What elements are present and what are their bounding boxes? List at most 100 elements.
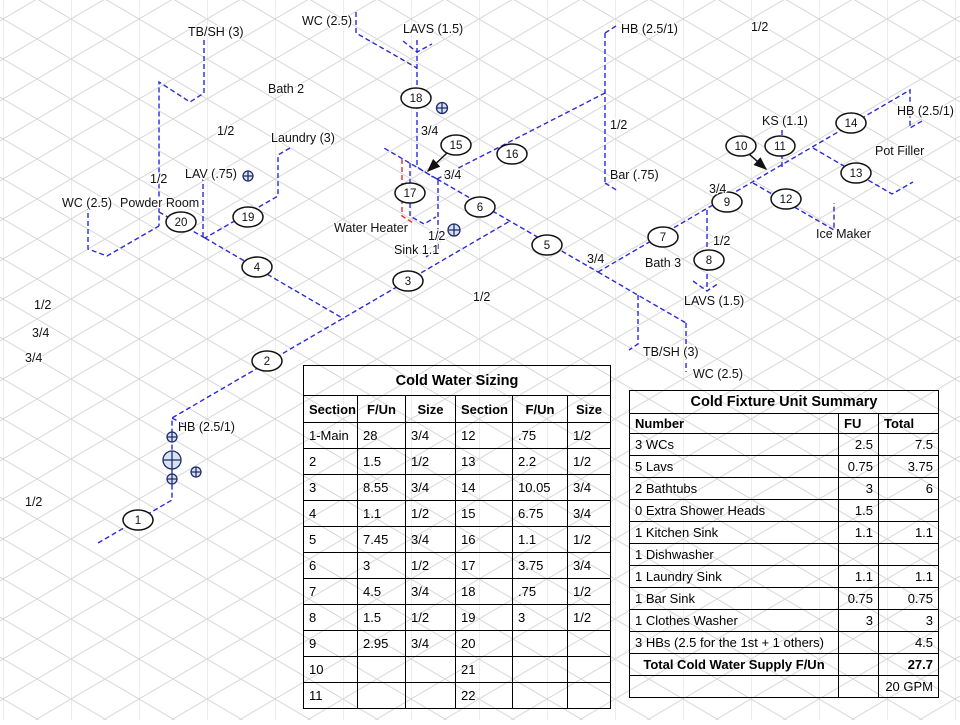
pipe-size-label: 1/2 — [751, 20, 768, 34]
table-cell: 1.5 — [357, 448, 406, 475]
room-label: Powder Room — [120, 196, 199, 210]
table-cell: 2.95 — [357, 630, 406, 657]
svg-text:11: 11 — [774, 141, 786, 153]
fixture-label: Ice Maker — [816, 227, 871, 241]
table-cell: 21 — [455, 656, 513, 683]
section-node-8: 8 — [693, 249, 725, 271]
table-cell: 22 — [455, 682, 513, 709]
section-nodes: 1 2 3 4 5 6 7 8 9 10 11 12 13 14 15 16 1… — [122, 87, 872, 531]
table-cell: 1/2 — [566, 448, 612, 475]
pipe-bath3-lavs-check — [692, 280, 720, 292]
table-cell: 2 Bathtubs — [629, 477, 839, 500]
section-node-19: 19 — [232, 206, 264, 228]
section-node-6: 6 — [464, 196, 496, 218]
fixture-label: HB (2.5/1) — [621, 22, 678, 36]
svg-text:16: 16 — [506, 149, 519, 161]
section-node-3: 3 — [392, 270, 424, 292]
pipe-size-label: 1/2 — [217, 124, 234, 138]
pipe-size-label: 1/2 — [428, 229, 445, 243]
svg-text:13: 13 — [850, 168, 863, 180]
table-cell: 1.1 — [838, 521, 879, 544]
table-cell — [566, 630, 612, 657]
table-cell — [405, 682, 456, 709]
pipe-size-label: 1/2 — [713, 234, 730, 248]
table-cell: 3/4 — [405, 578, 456, 605]
table-cell: 3 — [838, 609, 879, 632]
pipe-crossline-wh-to-v — [436, 178, 599, 273]
table-cell — [629, 675, 839, 698]
svg-text:18: 18 — [410, 93, 423, 105]
table-cell: 19 — [455, 604, 513, 631]
svg-text:9: 9 — [724, 197, 730, 209]
table-cell: 0.75 — [838, 587, 879, 610]
table-cell: 5 — [303, 526, 358, 553]
table-cell — [566, 682, 612, 709]
table-cell: 2.5 — [838, 433, 879, 456]
table-cell: 6.75 — [512, 500, 568, 527]
pipe-size-label: 1/2 — [150, 172, 167, 186]
table-cell: 4 — [303, 500, 358, 527]
table-cell: 17 — [455, 552, 513, 579]
room-label: Bath 3 — [645, 256, 681, 270]
pipe-bath2-tbsh — [158, 40, 205, 226]
table-cell: 1 Kitchen Sink — [629, 521, 839, 544]
section-node-5: 5 — [531, 234, 563, 256]
pipe-wh-hot-riser — [401, 159, 416, 225]
table-cell: 2.2 — [512, 448, 568, 475]
svg-text:6: 6 — [477, 202, 483, 214]
column-header: FU — [838, 413, 879, 434]
svg-text:12: 12 — [780, 194, 793, 206]
sizing-table-title: Cold Water Sizing — [302, 365, 612, 396]
table-cell: 3/4 — [566, 552, 612, 579]
section-node-20: 20 — [165, 211, 197, 233]
section-node-12: 12 — [770, 188, 802, 210]
fixture-label: WC (2.5) — [62, 196, 112, 210]
room-label: Bath 2 — [268, 82, 304, 96]
table-cell: 1.1 — [838, 565, 879, 588]
svg-text:20: 20 — [175, 217, 188, 229]
section-node-10: 10 — [725, 135, 757, 157]
table-cell — [357, 656, 406, 683]
svg-text:19: 19 — [242, 212, 255, 224]
valve-icon — [162, 450, 182, 470]
fixture-label: LAVS (1.5) — [684, 294, 744, 308]
equipment-label: Water Heater — [334, 221, 408, 235]
fixture-label: HB (2.5/1) — [178, 420, 235, 434]
svg-text:8: 8 — [706, 255, 712, 267]
pipe-size-label: 3/4 — [421, 124, 438, 138]
table-cell: 1 Laundry Sink — [629, 565, 839, 588]
table-cell: 1-Main — [303, 422, 358, 449]
valve-icon — [447, 223, 461, 237]
table-cell — [838, 675, 879, 698]
svg-text:4: 4 — [254, 262, 261, 274]
pipe-hb-top-stub — [604, 25, 617, 34]
table-cell — [512, 656, 568, 683]
pipe-size-label: 3/4 — [587, 252, 604, 266]
section-node-18: 18 — [400, 87, 432, 109]
table-cell: 3 — [357, 552, 406, 579]
valve-icon — [435, 101, 449, 115]
column-header: Section — [455, 395, 513, 423]
section-node-1: 1 — [122, 509, 154, 531]
pipe-pot-filler — [812, 147, 914, 195]
fixture-label: TB/SH (3) — [643, 345, 699, 359]
table-cell: 1.1 — [877, 521, 940, 544]
fixture-label: WC (2.5) — [302, 14, 352, 28]
fixture-label: Sink 1.1 — [394, 243, 439, 257]
fixture-label: KS (1.1) — [762, 114, 808, 128]
pipe-size-label: 3/4 — [32, 326, 49, 340]
fixture-valve-symbols — [162, 101, 461, 485]
fixture-label: TB/SH (3) — [188, 25, 244, 39]
